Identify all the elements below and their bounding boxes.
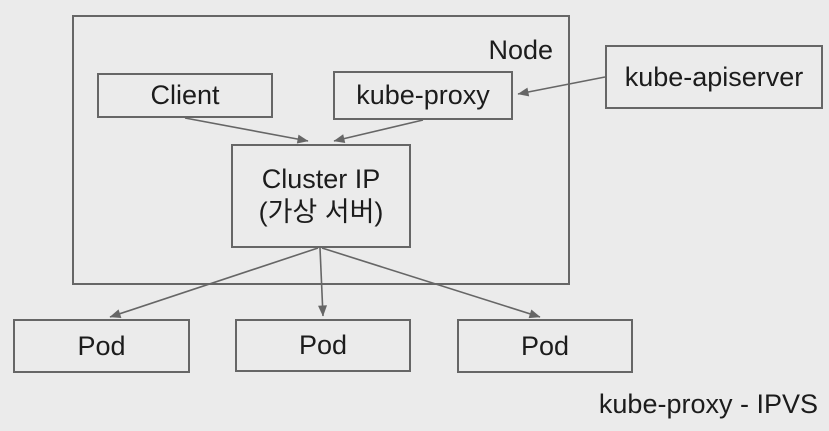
- kube-proxy-box: kube-proxy: [333, 71, 513, 120]
- pod-1-label: Pod: [77, 330, 126, 361]
- cluster-ip-label-line1: Cluster IP: [261, 164, 381, 195]
- kube-apiserver-box: kube-apiserver: [605, 45, 823, 109]
- node-container-label: Node: [488, 35, 553, 65]
- pod-2-label: Pod: [298, 330, 348, 361]
- cluster-ip-label-line2: (가상 서버): [258, 197, 384, 227]
- pod-box-3: Pod: [457, 319, 633, 373]
- cluster-ip-label: Cluster IP (가상 서버): [259, 163, 384, 229]
- pod-3-label: Pod: [520, 330, 570, 361]
- cluster-ip-box: Cluster IP (가상 서버): [231, 144, 411, 248]
- pod-box-1: Pod: [13, 319, 190, 373]
- diagram-caption: kube-proxy - IPVS: [598, 389, 818, 419]
- client-label: Client: [150, 80, 220, 111]
- kube-proxy-label: kube-proxy: [356, 80, 490, 111]
- kube-apiserver-label: kube-apiserver: [624, 61, 804, 92]
- client-box: Client: [97, 73, 273, 118]
- pod-box-2: Pod: [235, 319, 411, 372]
